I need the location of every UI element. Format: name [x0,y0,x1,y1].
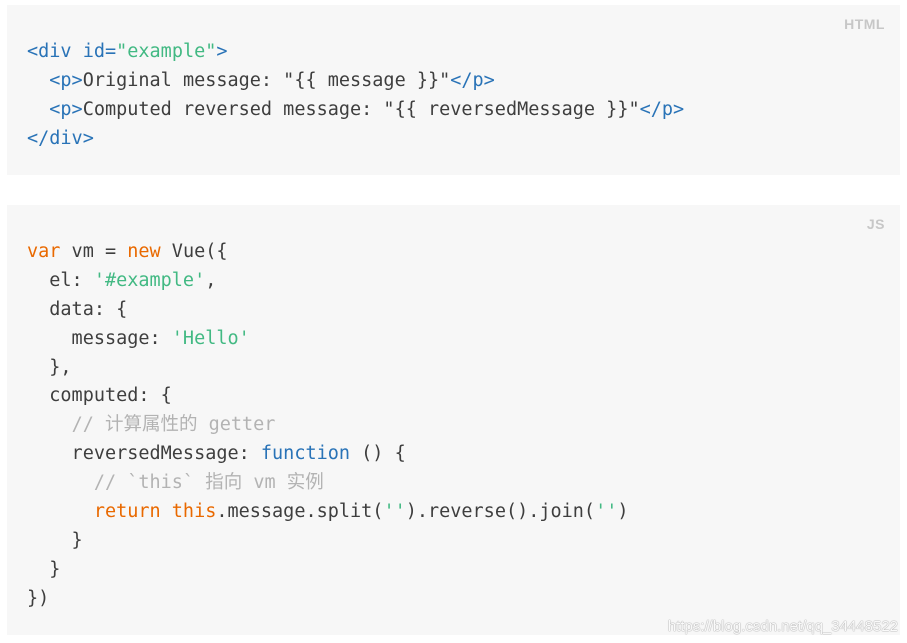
code-token: </p> [639,98,685,120]
code-line: message: 'Hello' [27,325,629,354]
code-token: '' [595,501,618,523]
code-token: '#example' [93,269,206,291]
code-line: reversedMessage: function () { [27,440,629,469]
code-token: new [127,241,161,262]
code-token: "example" [116,41,217,62]
code-token: ) [617,501,629,523]
code-token: vm = [60,241,128,262]
code-token [27,99,49,120]
code-token: message: [27,327,172,349]
code-line: <p>Computed reversed message: "{{ revers… [27,96,684,125]
js-code: var vm = new Vue({ el: '#example', data:… [27,238,629,614]
code-line: var vm = new Vue({ [27,238,629,267]
code-token: el: [27,269,94,291]
code-token [27,472,94,493]
code-token: () { [350,443,406,465]
code-token: // `this` 指向 vm 实例 [93,472,324,494]
code-token: // 计算属性的 getter [71,414,276,436]
code-token: this [171,501,217,523]
code-token: > [216,41,228,62]
code-line: data: { [27,296,629,325]
code-line: computed: { [27,382,629,411]
code-line: }, [27,354,629,383]
html-code-block: HTML <div id="example"> <p>Original mess… [7,5,900,175]
js-language-label: JS [866,216,885,232]
code-token: data: { [27,298,128,320]
code-token: }) [27,587,50,609]
code-token: ).reverse().join( [405,501,596,523]
code-token: </div> [27,127,94,149]
code-line: // `this` 指向 vm 实例 [27,469,629,498]
code-token: }, [27,356,72,378]
code-token: </p> [450,69,495,91]
code-line: <div id="example"> [27,38,684,67]
code-token: id= [82,41,117,62]
code-token: , [205,269,217,291]
code-token [27,70,49,91]
code-token: } [27,529,83,551]
code-line: el: '#example', [27,267,629,296]
code-token [27,501,94,522]
code-line: return this.message.split('').reverse().… [27,498,629,527]
code-token: <div [27,41,83,62]
html-code: <div id="example"> <p>Original message: … [27,38,684,154]
code-token: Computed reversed message: "{{ reversedM… [82,98,640,120]
code-token: .message.split( [216,501,384,523]
code-line: </div> [27,125,684,154]
code-token: <p> [49,69,83,91]
code-token: return [93,501,161,523]
code-token: <p> [49,98,83,120]
code-token: Vue({ [160,241,228,262]
code-line: } [27,527,629,556]
code-token: } [27,558,61,580]
html-language-label: HTML [844,16,885,32]
code-token: '' [383,501,406,523]
code-token: computed: { [27,385,172,407]
code-line: <p>Original message: "{{ message }}"</p> [27,67,684,96]
watermark: https://blog.csdn.net/qq_34448522 [667,618,898,635]
code-line: } [27,556,629,585]
js-code-block: JS var vm = new Vue({ el: '#example', da… [7,205,900,635]
code-token: function [260,443,351,465]
code-token: var [27,241,61,262]
code-token: reversedMessage: [27,443,261,465]
code-token: Original message: "{{ message }}" [82,69,451,91]
code-token [161,501,172,522]
code-line: // 计算属性的 getter [27,411,629,440]
code-token [27,414,72,435]
code-line: }) [27,585,629,614]
code-token: 'Hello' [171,327,250,349]
